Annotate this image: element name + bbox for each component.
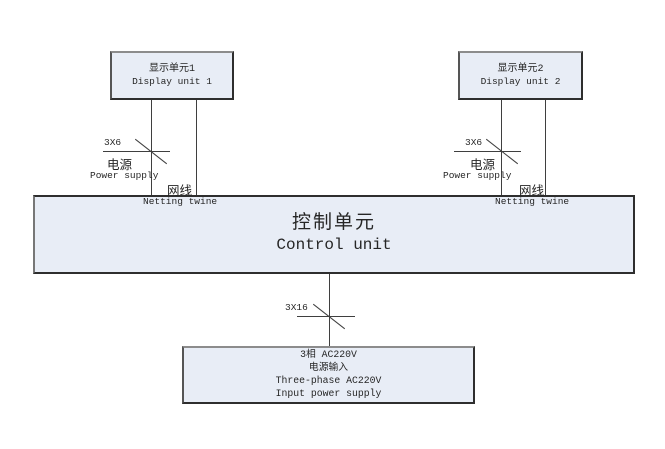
- display-unit-2-box: 显示单元2 Display unit 2: [458, 51, 583, 100]
- control-unit-title-en: Control unit: [276, 235, 392, 254]
- network-cable-line-display-2: [545, 100, 546, 195]
- network-label-zh-display-2: 网线: [519, 185, 545, 199]
- power-input-line-4: Input power supply: [275, 387, 382, 399]
- network-cable-line-display-1: [196, 100, 197, 195]
- power-label-zh-display-1: 电源: [107, 159, 133, 173]
- network-label-en-display-2: Netting twine: [495, 196, 570, 207]
- cable-spec-display-2: 3X6: [465, 137, 483, 148]
- cable-tick-display-2: [454, 151, 521, 152]
- control-unit-box: 控制单元 Control unit: [33, 195, 635, 274]
- power-label-en-display-1: Power supply: [90, 170, 159, 181]
- display-unit-1-title-zh: 显示单元1: [148, 63, 195, 75]
- power-cable-line-display-1: [151, 100, 152, 195]
- power-input-box: 3相 AC220V 电源输入 Three-phase AC220V Input …: [182, 346, 475, 404]
- control-unit-title-zh: 控制单元: [291, 211, 376, 234]
- display-unit-1-title-en: Display unit 1: [132, 75, 212, 87]
- network-label-en-display-1: Netting twine: [143, 196, 218, 207]
- cable-spec-main: 3X16: [285, 302, 308, 313]
- power-cable-line-display-2: [501, 100, 502, 195]
- display-unit-1-box: 显示单元1 Display unit 1: [110, 51, 234, 100]
- main-power-cable-line: [329, 274, 330, 346]
- cable-tick-main: [297, 316, 355, 317]
- display-unit-2-title-en: Display unit 2: [480, 75, 561, 87]
- cable-tick-display-1: [103, 151, 170, 152]
- power-label-zh-display-2: 电源: [470, 159, 496, 173]
- display-unit-2-title-zh: 显示单元2: [497, 63, 544, 75]
- power-label-en-display-2: Power supply: [443, 170, 512, 181]
- power-input-line-2: 电源输入: [308, 362, 349, 374]
- network-label-zh-display-1: 网线: [167, 185, 193, 199]
- power-input-line-3: Three-phase AC220V: [275, 375, 382, 386]
- power-input-line-1: 3相 AC220V: [300, 349, 357, 361]
- cable-spec-display-1: 3X6: [104, 137, 122, 148]
